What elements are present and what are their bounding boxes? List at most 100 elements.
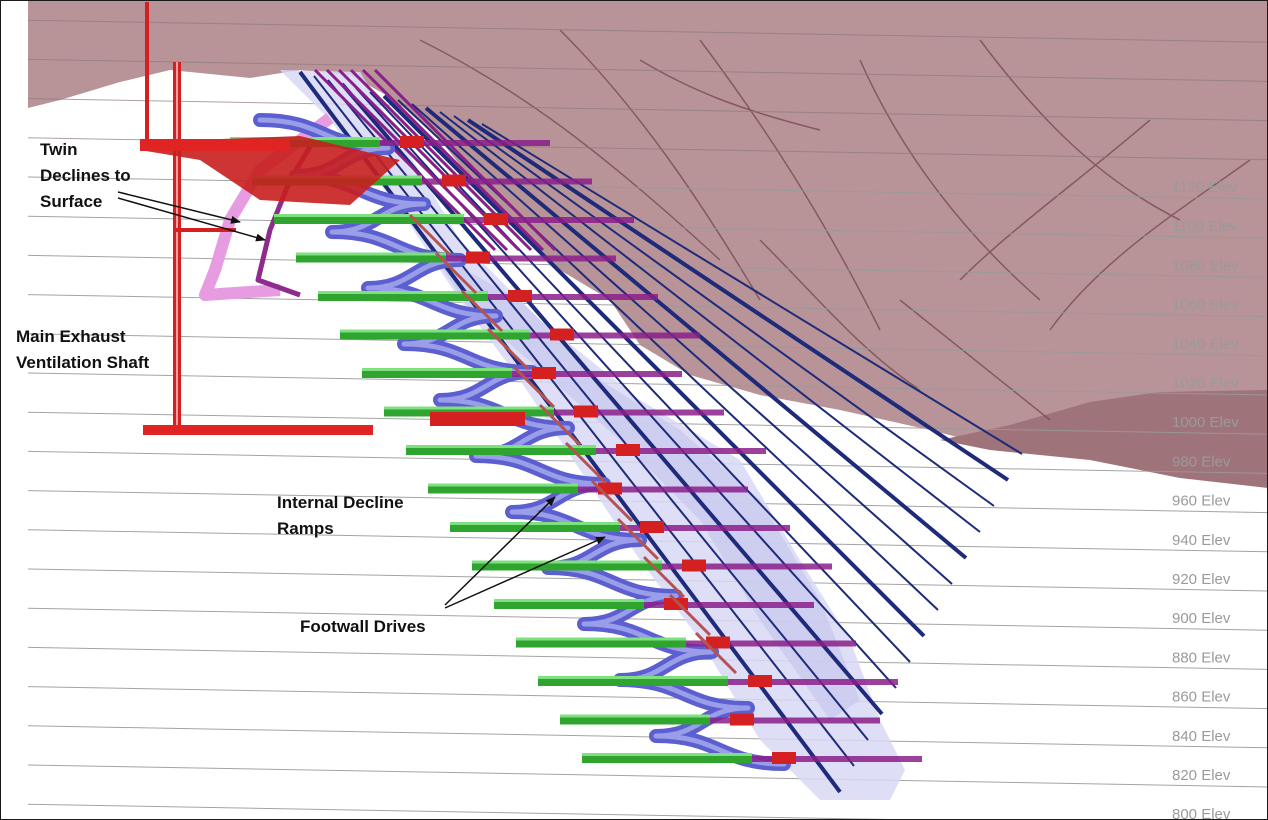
- vent-level-drive: [430, 412, 525, 426]
- orebody-drive: [382, 94, 926, 638]
- footwall-drive: [538, 676, 728, 686]
- footwall-drive-highlight: [560, 714, 710, 718]
- elevation-label: 860 Elev: [1172, 689, 1231, 706]
- footwall-drive-highlight: [428, 483, 578, 487]
- elevation-line: [27, 333, 1268, 357]
- terrain-ridge: [979, 39, 1181, 221]
- level-access-drive: [596, 448, 766, 454]
- terrain-ridge: [859, 59, 1041, 301]
- footwall-drive-highlight: [582, 753, 752, 756]
- footwall-drive-highlight: [494, 599, 644, 602]
- callout-internal-decline: Internal Decline Ramps: [277, 493, 404, 538]
- elevation-line: [27, 725, 1268, 749]
- footwall-drive: [450, 522, 620, 532]
- vent-connection: [400, 136, 424, 148]
- terrain-ridge: [759, 239, 921, 391]
- vent-connection: [682, 559, 706, 572]
- vent-connection: [466, 251, 490, 264]
- footwall-drive: [516, 637, 686, 648]
- elevation-label: 1060 Elev: [1172, 297, 1239, 314]
- level-access-drive: [464, 217, 634, 223]
- ventilation-raise: [642, 555, 686, 599]
- footwall-drive-highlight: [318, 291, 488, 294]
- elevation-label: 900 Elev: [1172, 610, 1231, 627]
- ventilation-raise: [694, 631, 738, 675]
- footwall-drive-highlight: [450, 522, 620, 525]
- elevation-label: 960 Elev: [1172, 493, 1231, 510]
- footwall-drive: [340, 329, 530, 340]
- main-exhaust-label-line-2: Ventilation Shaft: [16, 353, 150, 372]
- footwall-drive: [274, 214, 464, 224]
- footwall-drive-highlight: [538, 676, 728, 679]
- elevation-label: 940 Elev: [1172, 532, 1231, 549]
- level-access-drive: [710, 717, 880, 724]
- footwall-drive: [582, 753, 752, 763]
- elevation-line: [27, 607, 1268, 631]
- footwall-drive: [406, 445, 596, 455]
- footwall-drive: [428, 483, 578, 494]
- terrain-ridge: [959, 119, 1151, 281]
- vent-connection: [442, 174, 466, 187]
- elevation-label: 1080 Elev: [1172, 257, 1239, 274]
- vent-connection: [550, 328, 574, 341]
- vent-connection: [532, 367, 556, 379]
- level-access-drive: [578, 486, 748, 493]
- ventilation-raise: [486, 327, 530, 371]
- callout-main-exhaust: Main Exhaust Ventilation Shaft: [16, 327, 150, 372]
- vent-connection: [772, 752, 796, 764]
- main-exhaust-label-line-1: Main Exhaust: [16, 327, 126, 346]
- orebody-drive: [313, 75, 855, 767]
- level-access-drive: [554, 409, 724, 416]
- vent-connection: [640, 521, 664, 533]
- footwall-drive: [384, 406, 554, 417]
- elevation-label: 800 Elev: [1172, 806, 1231, 820]
- elevation-line: [27, 98, 1268, 122]
- elevation-line: [27, 646, 1268, 670]
- elevation-label: 880 Elev: [1172, 649, 1231, 666]
- vent-connection: [706, 636, 730, 649]
- level-access-drive: [446, 255, 616, 262]
- elevation-line: [27, 568, 1268, 592]
- level-access-drive: [620, 525, 790, 531]
- twin-declines-label-line-2: Declines to: [40, 166, 131, 185]
- arrow-icon: [444, 536, 606, 609]
- vent-connection: [574, 405, 598, 418]
- ventilation-raise: [616, 517, 660, 561]
- terrain-ridge: [559, 29, 761, 301]
- ventilation-raise: [512, 365, 556, 409]
- footwall-drive: [296, 252, 446, 263]
- level-access-drive: [644, 602, 814, 608]
- terrain-ridge: [899, 299, 1051, 421]
- callout-footwall-drives: Footwall Drives: [300, 496, 606, 636]
- footwall-drive-highlight: [516, 637, 686, 641]
- footwall-drive-highlight: [340, 329, 530, 333]
- level-access-drive: [380, 140, 550, 146]
- elevation-line: [27, 254, 1268, 278]
- twin-declines-label-line-3: Surface: [40, 192, 102, 211]
- ventilation-raise: [538, 403, 582, 447]
- twin-declines-label-line-1: Twin: [40, 140, 77, 159]
- footwall-drive: [318, 291, 488, 301]
- vent-connection: [748, 675, 772, 687]
- footwall-drive: [560, 714, 710, 725]
- ventilation-raises: [408, 213, 738, 675]
- internal-decline-label-line-1: Internal Decline: [277, 493, 404, 512]
- terrain-ridge: [1049, 159, 1251, 331]
- arrow-icon: [444, 496, 556, 606]
- level-access-drive: [728, 679, 898, 685]
- footwall-drive-highlight: [296, 252, 446, 256]
- footwall-drives: [230, 136, 922, 764]
- elevation-label: 920 Elev: [1172, 571, 1231, 588]
- ventilation-raise: [460, 289, 504, 333]
- level-access-drive: [752, 756, 922, 762]
- ventilation-raise: [564, 441, 608, 485]
- level-access-drive: [512, 371, 682, 377]
- footwall-drives-label: Footwall Drives: [300, 617, 426, 636]
- ventilation-raise: [408, 213, 452, 257]
- level-access-drive: [422, 178, 592, 185]
- footwall-drive-highlight: [274, 214, 464, 217]
- elevation-label: 1040 Elev: [1172, 336, 1239, 353]
